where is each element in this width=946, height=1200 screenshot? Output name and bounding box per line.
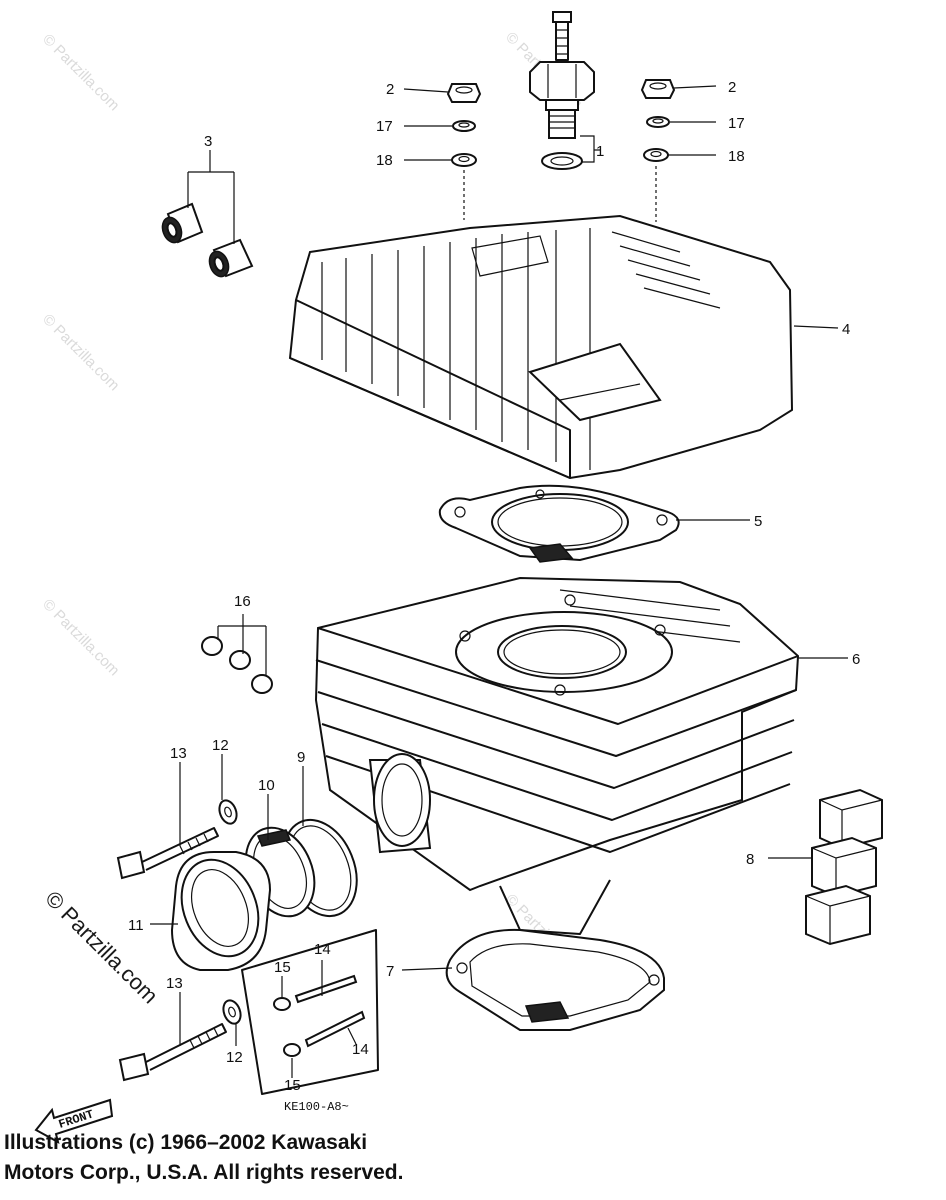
callout-2: 2 — [728, 79, 736, 96]
callout-13: 13 — [166, 975, 183, 992]
watermark: © Partzilla.com — [39, 596, 122, 679]
leader-lines — [150, 85, 848, 1078]
cylinder-block-part-6 — [314, 576, 800, 935]
nut-washers-right — [640, 79, 676, 222]
watermark-prominent: © Partzilla.com — [40, 886, 163, 1009]
callout-14: 14 — [314, 941, 331, 958]
front-arrow: FRONT — [34, 1098, 114, 1144]
spark-plug-part-1 — [529, 11, 595, 170]
callout-7: 7 — [386, 963, 394, 980]
callout-3: 3 — [204, 133, 212, 150]
rubber-blocks-part-8 — [805, 788, 883, 946]
bolt-lower-part-13 — [118, 999, 242, 1082]
callout-14: 14 — [352, 1041, 369, 1058]
watermark: © Partzilla.com — [39, 31, 122, 114]
callout-17: 17 — [376, 118, 393, 135]
callout-1: 1 — [596, 143, 604, 160]
cylinder-head-part-4 — [288, 214, 794, 480]
callout-5: 5 — [754, 513, 762, 530]
callout-18: 18 — [728, 148, 745, 165]
intake-flange-part-11 — [170, 851, 272, 971]
callout-18: 18 — [376, 152, 393, 169]
callout-15: 15 — [274, 959, 291, 976]
callout-12: 12 — [226, 1049, 243, 1066]
bolt-upper-part-13 — [116, 799, 238, 880]
callout-12: 12 — [212, 737, 229, 754]
head-gasket-part-5 — [438, 484, 680, 563]
copyright-notice: Illustrations (c) 1966–2002 Kawasaki Mot… — [4, 1128, 624, 1188]
inset-model-label: KE100-A8~ — [284, 1100, 349, 1114]
callout-9: 9 — [297, 749, 305, 766]
base-gasket-part-7 — [445, 928, 665, 1031]
callout-13: 13 — [170, 745, 187, 762]
callout-16: 16 — [234, 593, 251, 610]
nut-washers-left — [446, 83, 482, 220]
callout-4: 4 — [842, 321, 850, 338]
copyright-line-2: Motors Corp., U.S.A. All rights reserved… — [4, 1161, 404, 1184]
callout-6: 6 — [852, 651, 860, 668]
callout-11: 11 — [128, 917, 144, 934]
inset-studs-box — [241, 929, 379, 1095]
watermark: © Partzilla.com — [39, 311, 122, 394]
callout-numbers: 1 2 2 3 4 5 6 7 8 9 10 11 12 12 13 13 14… — [128, 79, 860, 1114]
callout-17: 17 — [728, 115, 745, 132]
callout-15: 15 — [284, 1077, 301, 1094]
callout-10: 10 — [258, 777, 275, 794]
bushings-part-3 — [161, 150, 254, 278]
callout-2: 2 — [386, 81, 394, 98]
copyright-line-1: Illustrations (c) 1966–2002 Kawasaki — [4, 1131, 368, 1154]
callout-8: 8 — [746, 851, 754, 868]
small-bushings-part-16 — [201, 614, 273, 694]
